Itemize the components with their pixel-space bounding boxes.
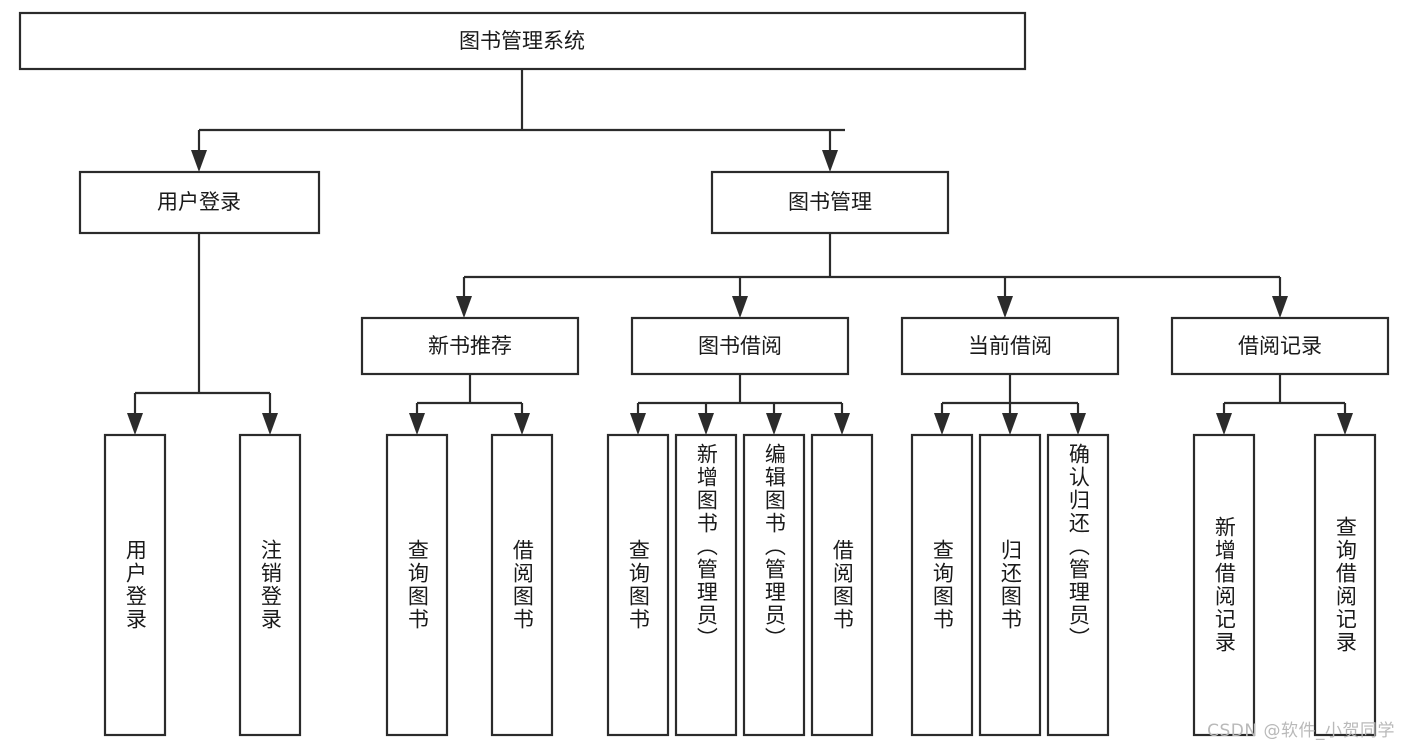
csdn-watermark: CSDN @软件_小贺同学 <box>1207 721 1395 741</box>
node-box-borrow-record[interactable] <box>1170 316 1390 376</box>
arrow-head-icon <box>698 413 714 435</box>
arrow-head-icon <box>514 413 530 435</box>
connector-currentborrow-to-leaves <box>934 374 1086 435</box>
arrow-head-icon <box>191 150 207 172</box>
arrow-head-icon <box>822 150 838 172</box>
arrow-head-icon <box>934 413 950 435</box>
node-box-book-borrow[interactable] <box>630 316 850 376</box>
leaf-box-current-borrow-0[interactable] <box>910 433 974 737</box>
node-label-user-login: 用户登录 <box>157 190 241 214</box>
node-box-root[interactable] <box>18 11 1027 71</box>
node-box-user-login[interactable] <box>78 170 321 235</box>
arrow-head-icon <box>409 413 425 435</box>
leaf-box-borrow-record-1[interactable] <box>1313 433 1377 737</box>
leaf-box-new-book-recommend-1[interactable] <box>490 433 554 737</box>
arrow-head-icon <box>732 296 748 318</box>
node-label-new-book-recommend: 新书推荐 <box>428 334 512 358</box>
arrow-head-icon <box>766 413 782 435</box>
arrow-head-icon <box>1337 413 1353 435</box>
node-label-borrow-record: 借阅记录 <box>1238 334 1322 358</box>
leaf-box-current-borrow-1[interactable] <box>978 433 1042 737</box>
arrow-head-icon <box>1002 413 1018 435</box>
connector-userlogin-to-leaves <box>127 233 278 435</box>
leaf-box-book-borrow-0[interactable] <box>606 433 670 737</box>
node-box-current-borrow[interactable] <box>900 316 1120 376</box>
leaf-box-user-login-0[interactable] <box>103 433 167 737</box>
node-label-current-borrow: 当前借阅 <box>968 334 1052 358</box>
node-label-book-management: 图书管理 <box>788 190 872 214</box>
connector-borrowrecord-to-leaves <box>1216 374 1353 435</box>
connector-bookmgmt-to-level3 <box>456 233 1288 318</box>
leaf-box-borrow-record-0[interactable] <box>1192 433 1256 737</box>
leaf-box-book-borrow-1[interactable] <box>674 433 738 737</box>
arrow-head-icon <box>997 296 1013 318</box>
arrow-head-icon <box>630 413 646 435</box>
arrow-head-icon <box>1216 413 1232 435</box>
leaf-box-book-borrow-2[interactable] <box>742 433 806 737</box>
arrow-head-icon <box>127 413 143 435</box>
leaf-box-user-login-1[interactable] <box>238 433 302 737</box>
leaf-box-new-book-recommend-0[interactable] <box>385 433 449 737</box>
connector-root-to-level2 <box>191 69 845 172</box>
connector-newbook-to-leaves <box>409 374 530 435</box>
node-box-new-book-recommend[interactable] <box>360 316 580 376</box>
arrow-head-icon <box>456 296 472 318</box>
node-label-root: 图书管理系统 <box>459 29 585 53</box>
leaf-box-current-borrow-2[interactable] <box>1046 433 1110 737</box>
node-box-book-management[interactable] <box>710 170 950 235</box>
leaf-box-book-borrow-3[interactable] <box>810 433 874 737</box>
arrow-head-icon <box>262 413 278 435</box>
arrow-head-icon <box>1070 413 1086 435</box>
arrow-head-icon <box>1272 296 1288 318</box>
connector-bookborrow-to-leaves <box>630 374 850 435</box>
node-label-book-borrow: 图书借阅 <box>698 334 782 358</box>
arrow-head-icon <box>834 413 850 435</box>
